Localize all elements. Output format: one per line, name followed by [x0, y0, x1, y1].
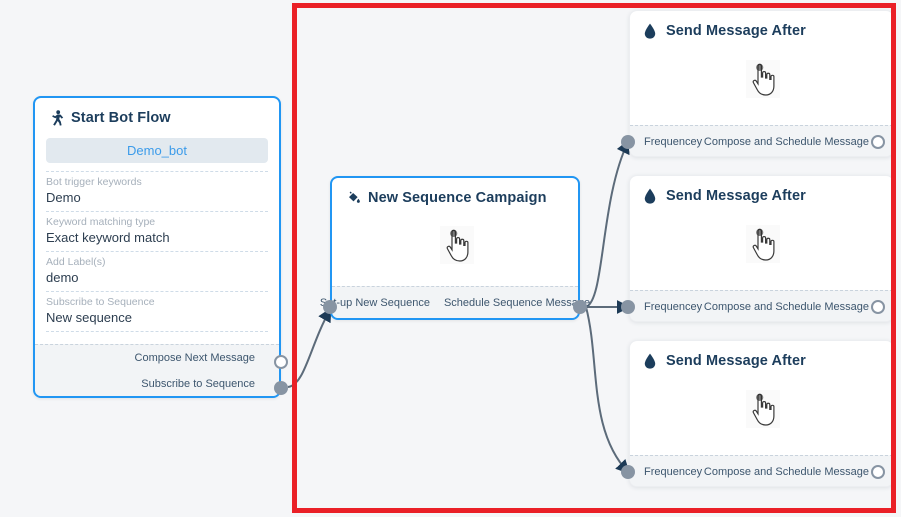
port-label-setup-new-sequence: Set-up New Sequence [319, 297, 430, 309]
node-send-1-port-strip: Frequencey Compose and Schedule Message [630, 125, 893, 156]
port-label-compose-schedule-out: Compose and Schedule Message [703, 465, 869, 478]
port-label-compose-schedule-out: Compose and Schedule Message [703, 135, 869, 148]
node-start-title-row: Start Bot Flow [35, 98, 279, 132]
node-sequence-title: New Sequence Campaign [368, 190, 547, 206]
water-drop-icon [644, 188, 659, 204]
sequence-node-port-strip: Set-up New Sequence Schedule Sequence Me… [320, 286, 590, 319]
hand-pointer-icon [740, 56, 786, 102]
start-node-port-strip: Compose Next Message Subscribe to Sequen… [35, 344, 279, 396]
bot-name-label: Demo_bot [127, 143, 187, 158]
port-dot-send-3-out[interactable] [871, 465, 885, 479]
port-label-schedule-sequence-message: Schedule Sequence Message [443, 297, 591, 309]
node-sequence-title-row: New Sequence Campaign [332, 178, 578, 212]
node-send-1-body [630, 45, 893, 141]
paint-bucket-icon [346, 190, 361, 206]
field-value: New sequence [46, 310, 132, 325]
port-label-frequency-in: Frequencey [644, 465, 703, 478]
field-label: Keyword matching type [46, 216, 156, 228]
node-send-3-body [630, 375, 893, 471]
field-keyword-matching-type[interactable]: Keyword matching type Exact keyword matc… [46, 212, 268, 252]
port-label: Compose Next Message [134, 352, 255, 364]
node-send-3-title-row: Send Message After [630, 341, 893, 375]
node-send-2-port-strip: Frequencey Compose and Schedule Message [630, 290, 893, 321]
port-dot-send-1-out[interactable] [871, 135, 885, 149]
port-dot-subscribe-to-sequence[interactable] [274, 381, 288, 395]
node-send-1-title: Send Message After [666, 23, 806, 39]
port-dot-send-2-in[interactable] [621, 300, 635, 314]
bot-name-pill[interactable]: Demo_bot [46, 138, 268, 163]
field-label: Bot trigger keywords [46, 176, 142, 188]
port-dot-setup-new-sequence[interactable] [323, 300, 337, 314]
node-new-sequence-campaign[interactable]: New Sequence Campaign Set-up New Sequenc… [320, 176, 590, 320]
node-send-message-after-1[interactable]: Send Message After Frequencey Compose an… [629, 10, 894, 157]
node-send-message-after-2[interactable]: Send Message After Frequencey Compose an… [629, 175, 894, 322]
port-dot-send-3-in[interactable] [621, 465, 635, 479]
node-start-title: Start Bot Flow [71, 110, 171, 126]
node-send-3-port-strip: Frequencey Compose and Schedule Message [630, 455, 893, 486]
field-value: Exact keyword match [46, 230, 170, 245]
port-label-compose-schedule-out: Compose and Schedule Message [703, 300, 869, 313]
port-dot-compose-next-message[interactable] [274, 355, 288, 369]
water-drop-icon [644, 23, 659, 39]
send-2-port-row[interactable]: Frequencey Compose and Schedule Message [630, 291, 893, 322]
water-drop-icon [644, 353, 659, 369]
port-row-compose-next-message[interactable]: Compose Next Message [35, 345, 279, 371]
send-3-port-row[interactable]: Frequencey Compose and Schedule Message [630, 456, 893, 487]
port-label-frequency-in: Frequencey [644, 135, 703, 148]
hand-pointer-icon [740, 386, 786, 432]
node-send-1-title-row: Send Message After [630, 11, 893, 45]
port-dot-schedule-sequence-message[interactable] [573, 300, 587, 314]
port-dot-send-2-out[interactable] [871, 300, 885, 314]
field-value: demo [46, 270, 79, 285]
port-dot-send-1-in[interactable] [621, 135, 635, 149]
start-node-field-list: Bot trigger keywords Demo Keyword matchi… [46, 171, 268, 332]
node-send-2-body [630, 210, 893, 306]
send-1-port-row[interactable]: Frequencey Compose and Schedule Message [630, 126, 893, 157]
node-send-3-title: Send Message After [666, 353, 806, 369]
hand-pointer-icon [434, 222, 480, 268]
field-add-labels[interactable]: Add Label(s) demo [46, 252, 268, 292]
sequence-port-row[interactable]: Set-up New Sequence Schedule Sequence Me… [320, 287, 590, 319]
port-label: Subscribe to Sequence [141, 378, 255, 390]
field-bot-trigger-keywords[interactable]: Bot trigger keywords Demo [46, 171, 268, 212]
node-send-2-title: Send Message After [666, 188, 806, 204]
node-send-2-title-row: Send Message After [630, 176, 893, 210]
hand-pointer-icon [740, 221, 786, 267]
field-label: Subscribe to Sequence [46, 296, 155, 308]
port-label-frequency-in: Frequencey [644, 300, 703, 313]
field-value: Demo [46, 190, 81, 205]
node-send-message-after-3[interactable]: Send Message After Frequencey Compose an… [629, 340, 894, 487]
port-row-subscribe-to-sequence[interactable]: Subscribe to Sequence [35, 371, 279, 397]
field-subscribe-to-sequence[interactable]: Subscribe to Sequence New sequence [46, 292, 268, 332]
edge-sequence-to-send-1 [585, 139, 630, 308]
edge-sequence-to-send-3 [585, 306, 630, 475]
edge-start-to-sequence [287, 307, 332, 388]
running-person-icon [49, 110, 64, 126]
node-start-bot-flow[interactable]: Start Bot Flow Demo_bot Bot trigger keyw… [33, 96, 281, 398]
field-label: Add Label(s) [46, 256, 106, 268]
